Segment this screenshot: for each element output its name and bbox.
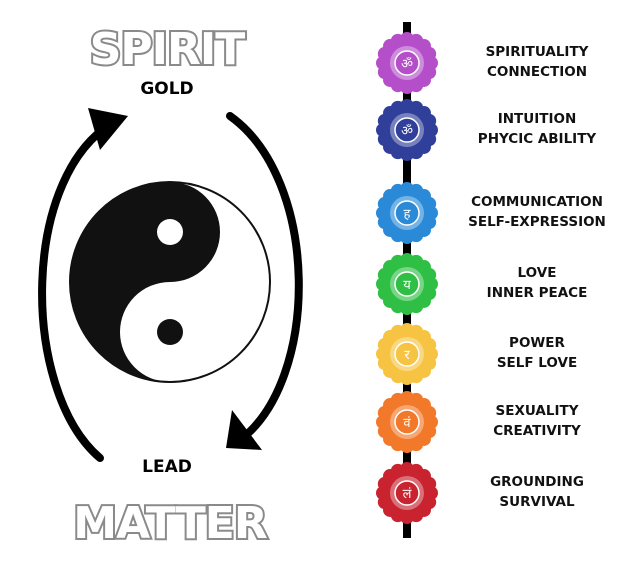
chakra-label-line1: SEXUALITY [495, 403, 579, 419]
chakra-icon: य [376, 253, 438, 315]
chakra-glyph: ॐ [401, 124, 413, 139]
chakra-label: SPIRITUALITY CONNECTION [452, 42, 620, 82]
chakra-label-line2: SELF LOVE [496, 355, 578, 371]
chakra-label-line2: PHYCIC ABILITY [477, 131, 597, 147]
chakra-icon: लं [376, 462, 438, 524]
chakra-glyph: ॐ [401, 57, 413, 72]
lead-label: LEAD [142, 457, 192, 477]
chakra-glyph: ह [404, 207, 412, 222]
chakra-icon: ह [376, 182, 438, 244]
chakra-label-line2: SELF-EXPRESSION [468, 214, 606, 230]
chakra-glyph: लं [403, 487, 412, 502]
spirit-title: SPIRIT [90, 24, 246, 75]
gold-label: GOLD [140, 79, 193, 99]
chakra-glyph: र [404, 348, 410, 363]
chakra-label: GROUNDING SURVIVAL [452, 472, 620, 512]
chakra-label-line1: POWER [509, 335, 565, 351]
chakra-label-line1: SPIRITUALITY [485, 44, 589, 60]
chakra-label-line1: GROUNDING [490, 474, 584, 490]
chakra-icon: ॐ [376, 32, 438, 94]
chakra-label-line1: INTUITION [497, 111, 577, 127]
chakra-label-line1: COMMUNICATION [471, 194, 603, 210]
matter-title: MATTER [73, 498, 267, 549]
chakra-icon: र [376, 323, 438, 385]
chakra-label-line2: SURVIVAL [499, 494, 575, 510]
chakra-label-line2: CREATIVITY [493, 423, 581, 439]
yin-yang-icon [69, 181, 271, 383]
left-cycle-arrow [38, 116, 122, 462]
chakra-label: LOVE INNER PEACE [452, 263, 620, 303]
chakra-glyph: य [403, 278, 411, 293]
chakra-icon: वं [376, 391, 438, 453]
chakra-label: COMMUNICATION SELF-EXPRESSION [452, 192, 620, 232]
chakra-label-line1: LOVE [517, 265, 557, 281]
right-arrowhead-icon [226, 410, 262, 450]
chakra-icon: ॐ [376, 99, 438, 161]
left-arrowhead-icon [88, 108, 128, 150]
chakra-label: INTUITION PHYCIC ABILITY [452, 109, 620, 149]
chakra-label-line2: CONNECTION [486, 64, 588, 80]
chakra-label-line2: INNER PEACE [486, 285, 588, 301]
right-cycle-arrow [226, 112, 303, 444]
chakra-label: POWER SELF LOVE [452, 333, 620, 373]
chakra-glyph: वं [403, 416, 411, 431]
chakra-label: SEXUALITY CREATIVITY [452, 401, 620, 441]
